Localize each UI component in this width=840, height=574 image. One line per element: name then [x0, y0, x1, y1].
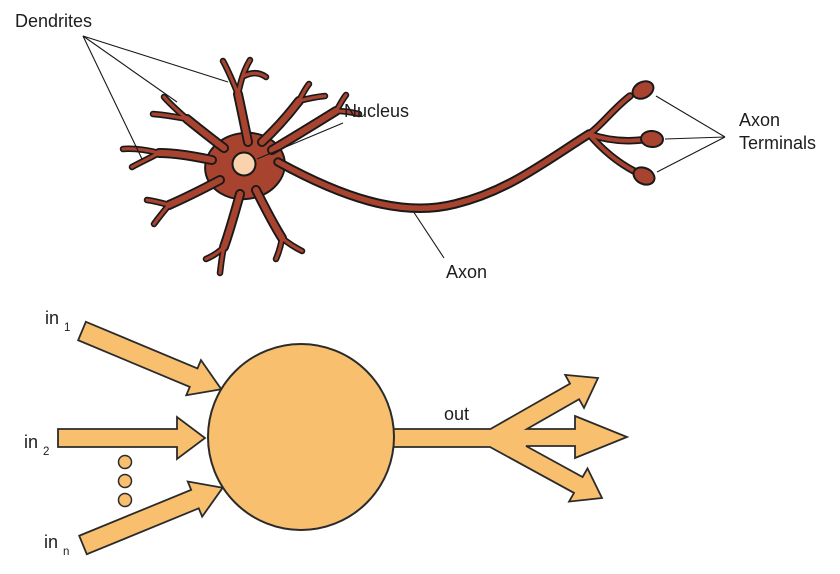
artificial-neuron-shapes — [57, 320, 630, 556]
artificial-neuron: in 1 in 2 in n out — [24, 308, 630, 558]
input-arrow-1 — [76, 320, 223, 397]
input-label-1: in 1 — [45, 308, 70, 334]
ellipsis-dot — [117, 492, 133, 508]
axon-terminal-bulb — [632, 166, 656, 186]
ellipsis-dot — [117, 454, 133, 470]
input-label-2: in 2 — [24, 432, 49, 458]
nucleus-label: Nucleus — [344, 101, 409, 121]
svg-text:in: in — [45, 308, 59, 328]
axon-terminals-pointer-line — [664, 136, 726, 140]
axon-terminal-bulb — [631, 80, 655, 100]
input-arrow-2 — [57, 415, 207, 461]
input-arrow-n — [78, 480, 225, 556]
axon-outline — [273, 129, 594, 214]
axon-terminals-pointer-line — [656, 136, 726, 173]
axon-pointer-line — [412, 210, 445, 259]
axon-terminals-pointer-line — [655, 95, 726, 138]
dendrites-pointer-line — [82, 35, 178, 103]
nucleus-pointer-line — [256, 122, 344, 160]
neuron-body-circle — [207, 343, 395, 531]
dendrites-label: Dendrites — [15, 11, 92, 31]
input-label-n: in n — [44, 532, 69, 558]
biological-neuron: Dendrites Nucleus Axon Axon Terminals — [15, 11, 816, 282]
axon-shape — [275, 131, 592, 212]
input-label-1-subscript: 1 — [64, 322, 70, 334]
axon-terminal-bulb — [640, 129, 664, 149]
input-label-2-subscript: 2 — [43, 446, 49, 458]
nucleus — [231, 151, 257, 177]
annotation-lines — [82, 35, 726, 259]
dendrites-pointer-line — [82, 35, 229, 83]
artificial-neuron-labels: in 1 in 2 in n out — [24, 308, 469, 558]
biological-neuron-labels: Dendrites Nucleus Axon Axon Terminals — [15, 11, 816, 282]
input-label-n-subscript: n — [63, 546, 69, 558]
axon-terminals-label-line2: Terminals — [739, 133, 816, 153]
axon-label: Axon — [446, 262, 487, 282]
neuron-outline-strokes — [119, 56, 645, 277]
svg-text:in: in — [44, 532, 58, 552]
output-label: out — [444, 404, 469, 424]
ellipsis-dot — [117, 473, 133, 489]
axon-terminal-bulbs — [631, 80, 664, 186]
svg-text:in: in — [24, 432, 38, 452]
dendrites-pointer-line — [82, 35, 143, 160]
neuron-fill-strokes — [121, 58, 643, 275]
axon-terminals-label-line1: Axon — [739, 110, 780, 130]
output-arrows — [389, 373, 630, 503]
